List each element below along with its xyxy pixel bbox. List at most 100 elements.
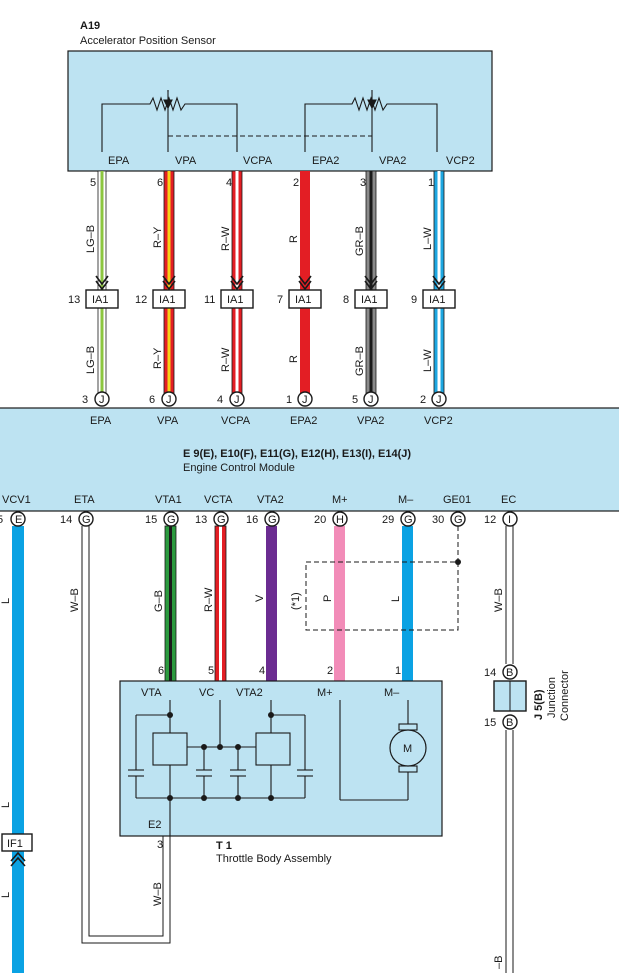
chevron-icon xyxy=(10,851,26,867)
connector-letter: B xyxy=(506,667,513,679)
ecm-bottom-pin: 16 xyxy=(246,514,258,526)
ecm-top-terminal: VCPA xyxy=(221,415,251,427)
throttle-pin: 4 xyxy=(259,665,265,677)
ia1-pin: 11 xyxy=(204,294,215,306)
sensor-box xyxy=(67,50,493,172)
ecm-top-terminal: EPA xyxy=(90,415,112,427)
ia1-label: IA1 xyxy=(159,294,176,306)
wire-label: P xyxy=(322,595,334,602)
ecm-bottom-pin: 13 xyxy=(195,514,207,526)
connector-letter: G xyxy=(82,514,91,526)
connector-letter: G xyxy=(167,514,176,526)
throttle-terminal: VTA2 xyxy=(236,687,263,699)
ecm-box xyxy=(0,407,619,512)
wire-vcv1 xyxy=(12,526,24,973)
throttle-terminal: M– xyxy=(384,687,400,699)
wire-ec xyxy=(505,526,514,973)
wire-label: R–W xyxy=(203,587,215,612)
ecm-bottom-pin: 14 xyxy=(60,514,72,526)
junction-id: J 5(B) xyxy=(533,689,545,720)
connector-letter: J xyxy=(166,394,172,406)
ecm-top-pin: 6 xyxy=(149,394,155,406)
potentiometer-2-icon xyxy=(304,90,438,152)
sensor-terminal-vcp2: VCP2 xyxy=(446,155,475,167)
connector-letter: H xyxy=(336,514,344,526)
connector-letter: E xyxy=(15,514,22,526)
wire-label: L xyxy=(0,802,12,808)
ecm-subtitle: Engine Control Module xyxy=(183,462,295,474)
sensor-id: A19 xyxy=(80,20,100,32)
connector-letter: G xyxy=(454,514,463,526)
ecm-title: E 9(E), E10(F), E11(G), E12(H), E13(I), … xyxy=(183,448,411,460)
ia1-label: IA1 xyxy=(361,294,378,306)
wire-label: GR–B xyxy=(354,226,366,256)
wire-label: LG–B xyxy=(85,346,97,374)
wire-label: (*1) xyxy=(290,592,302,610)
if1-label: IF1 xyxy=(7,838,23,850)
wire-label: R–W xyxy=(220,226,232,251)
ecm-bottom-terminal: VCTA xyxy=(204,494,233,506)
throttle-terminal: VTA xyxy=(141,687,162,699)
ecm-bottom-pin: 20 xyxy=(314,514,326,526)
wire-mminus xyxy=(402,526,413,681)
shield-dashed xyxy=(305,526,459,631)
wire-vta1 xyxy=(164,525,177,682)
ecm-bottom-terminal: M+ xyxy=(332,494,348,506)
wire-label: R–Y xyxy=(152,226,164,248)
wire-label: GR–B xyxy=(354,346,366,376)
throttle-pin: 2 xyxy=(327,665,333,677)
wire-vta2 xyxy=(266,526,277,681)
connector-letter: J xyxy=(368,394,374,406)
motor-label: M xyxy=(403,743,412,755)
wire-eta xyxy=(81,526,171,944)
ecm-bottom-terminal: M– xyxy=(398,494,414,506)
wire-label: L xyxy=(0,598,12,604)
wire-label: R xyxy=(288,355,300,363)
junction-connector xyxy=(493,664,527,730)
connector-letter: G xyxy=(217,514,226,526)
wire-label: R xyxy=(288,235,300,243)
ia1-pin: 9 xyxy=(411,294,417,306)
ecm-top-connectors xyxy=(94,391,447,407)
sensor-pin: 6 xyxy=(157,177,163,189)
junction-dots xyxy=(167,712,274,801)
ia1-label: IA1 xyxy=(227,294,244,306)
wire-label: L xyxy=(390,596,402,602)
ecm-bottom-terminal: ETA xyxy=(74,494,95,506)
connector-letter: J xyxy=(234,394,240,406)
ia1-label: IA1 xyxy=(429,294,446,306)
wire-label: V xyxy=(254,594,266,602)
ecm-top-pin: 5 xyxy=(352,394,358,406)
wire-label: W–B xyxy=(152,882,164,906)
wire-label: R–Y xyxy=(152,347,164,369)
throttle-terminal: M+ xyxy=(317,687,333,699)
wire-label: G–B xyxy=(153,590,165,612)
junction-title: Connector xyxy=(559,670,571,721)
ecm-bottom-terminal: GE01 xyxy=(443,494,471,506)
ecm-top-terminal: VPA2 xyxy=(357,415,384,427)
ecm-top-pin: 1 xyxy=(286,394,292,406)
ecm-bottom-pin: 15 xyxy=(145,514,157,526)
sensor-pin: 4 xyxy=(226,177,232,189)
junction-pin: 15 xyxy=(484,717,496,729)
throttle-pin: 6 xyxy=(158,665,164,677)
ecm-top-terminal: EPA2 xyxy=(290,415,317,427)
connector-letter: G xyxy=(404,514,413,526)
throttle-terminal: VC xyxy=(199,687,214,699)
ia1-pin: 13 xyxy=(68,294,80,306)
motor-icon xyxy=(389,729,427,767)
sensor-pin: 2 xyxy=(293,177,299,189)
ia1-connectors xyxy=(85,289,456,309)
connector-letter: J xyxy=(99,394,105,406)
sensor-pin: 3 xyxy=(360,177,366,189)
shield-junction-dot xyxy=(455,559,461,565)
ecm-bottom-pin: 30 xyxy=(432,514,444,526)
ecm-bottom-terminal: VCV1 xyxy=(2,494,31,506)
ia1-pin: 12 xyxy=(135,294,147,306)
ecm-bottom-terminal: EC xyxy=(501,494,516,506)
wire-label: R–W xyxy=(220,347,232,372)
sensor-terminal-epa: EPA xyxy=(108,155,130,167)
potentiometer-1-icon xyxy=(101,90,238,152)
sensor-terminal-epa2: EPA2 xyxy=(312,155,339,167)
